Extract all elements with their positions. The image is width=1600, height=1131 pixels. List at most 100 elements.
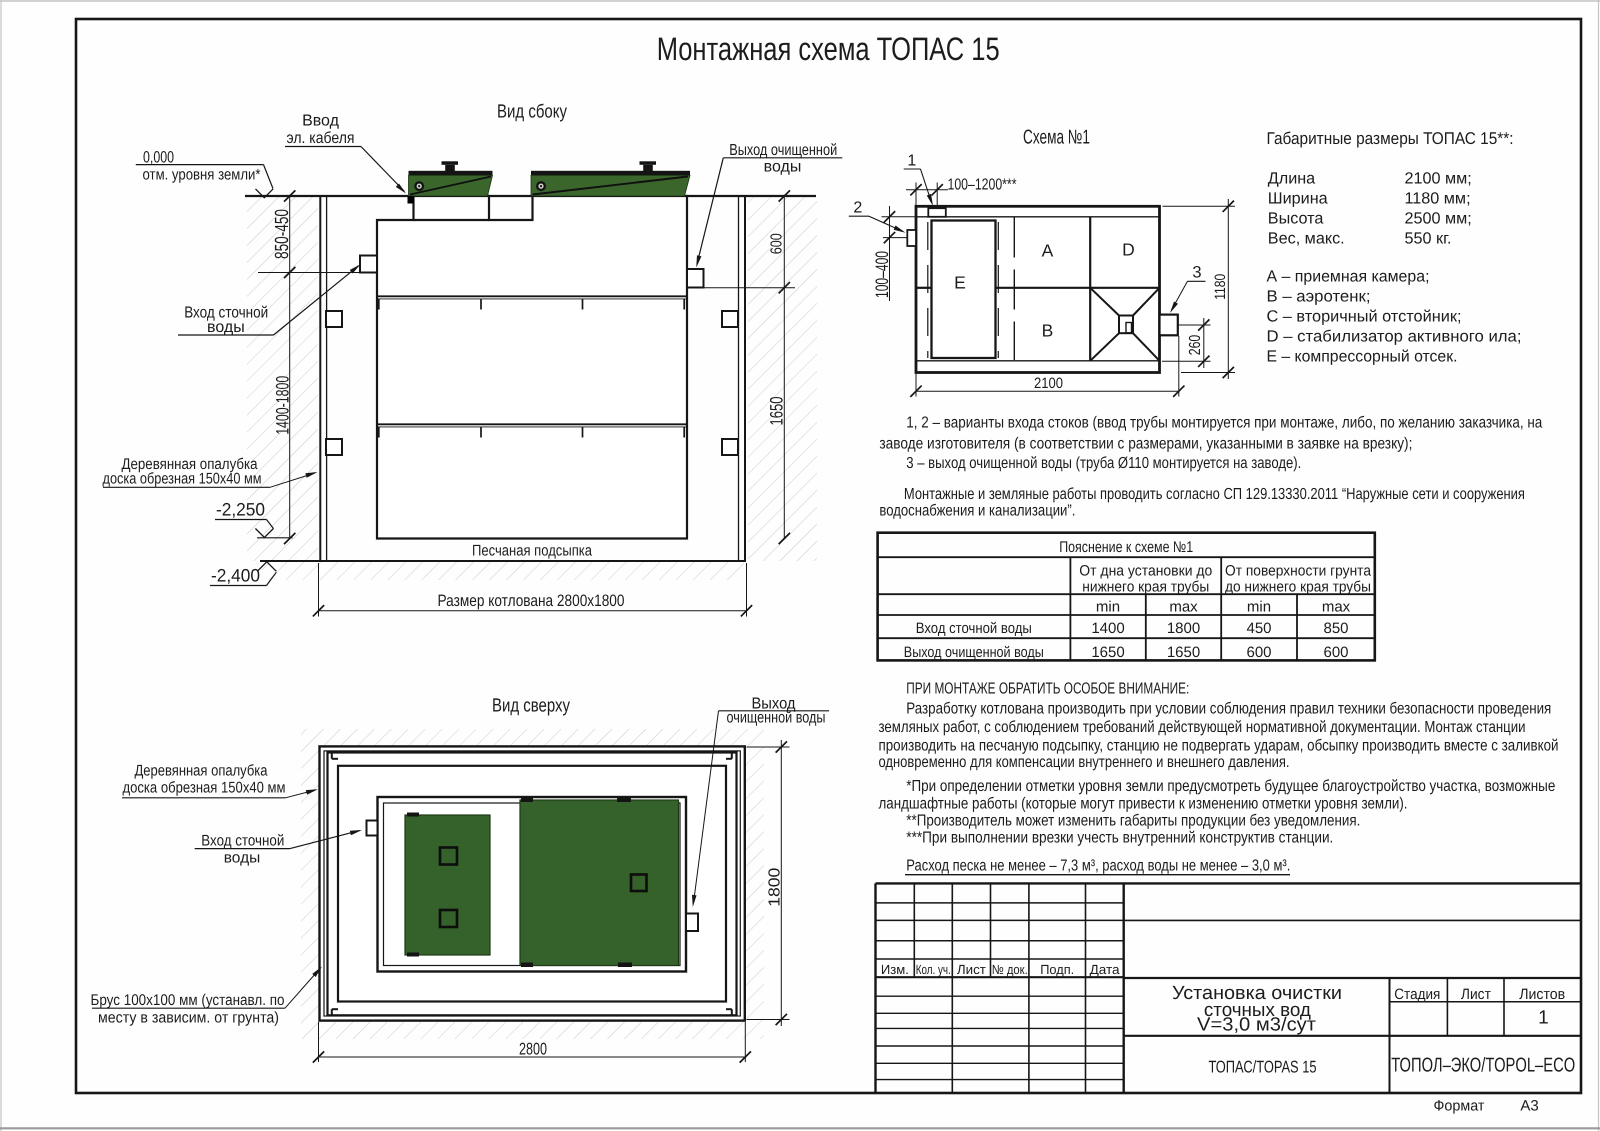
svg-text:сточных вод: сточных вод [1204,1000,1311,1021]
svg-text:1800: 1800 [766,868,783,907]
svg-text:3 – выход очищенной воды (труб: 3 – выход очищенной воды (труба Ø110 мон… [906,455,1301,472]
svg-text:Монтажная схема ТОПАС 15: Монтажная схема ТОПАС 15 [657,31,1000,67]
svg-text:Подп.: Подп. [1040,962,1074,977]
svg-text:min: min [1096,599,1120,616]
svg-text:производить на песчаную подсып: производить на песчаную подсыпку, станци… [879,738,1559,755]
svg-text:100–400: 100–400 [872,251,892,298]
svg-text:Ввод: Ввод [302,113,340,130]
svg-text:550 кг.: 550 кг. [1405,229,1452,247]
svg-text:Ширина: Ширина [1268,190,1328,208]
svg-text:Вид сбоку: Вид сбоку [497,102,567,123]
svg-text:№ док.: № док. [992,962,1028,977]
svg-text:до нижнего края трубы: до нижнего края трубы [1225,579,1371,596]
svg-text:Лист: Лист [1461,986,1491,1003]
svg-text:Выход очищенной воды: Выход очищенной воды [904,644,1044,661]
svg-text:С – вторичный отстойник;: С – вторичный отстойник; [1267,308,1462,326]
svg-text:Е – компрессорный отсек.: Е – компрессорный отсек. [1267,347,1458,365]
svg-text:заводе изготовителя (в соответ: заводе изготовителя (в соответствии с ра… [879,435,1412,452]
svg-text:ТОПАС/TOPAS 15: ТОПАС/TOPAS 15 [1209,1058,1317,1077]
svg-text:E: E [954,273,966,293]
svg-text:1180: 1180 [1212,274,1229,300]
svg-text:850-450: 850-450 [272,209,293,259]
svg-text:1, 2 – варианты входа стоков: 1, 2 – варианты входа стоков (ввод трубы… [906,415,1542,432]
svg-text:Листов: Листов [1519,986,1565,1003]
svg-text:600: 600 [1246,644,1271,661]
svg-text:450: 450 [1246,620,1271,637]
svg-text:Кол. уч.: Кол. уч. [916,962,951,977]
svg-text:2800: 2800 [519,1040,547,1059]
svg-text:1: 1 [907,153,916,170]
svg-text:2100: 2100 [1034,375,1063,392]
svg-text:600: 600 [1323,644,1348,661]
svg-text:600: 600 [769,233,786,254]
svg-text:эл. кабеля: эл. кабеля [287,130,355,147]
svg-text:1: 1 [1538,1008,1549,1029]
svg-text:воды: воды [207,319,245,336]
svg-text:Деревянная опалубка: Деревянная опалубка [135,763,268,780]
svg-text:D: D [1122,240,1135,260]
svg-text:1400-1800: 1400-1800 [273,376,293,435]
svg-text:V=3,0 м3/сут: V=3,0 м3/сут [1197,1015,1316,1036]
svg-text:2500 мм;: 2500 мм; [1405,209,1472,227]
svg-text:B: B [1042,321,1054,341]
svg-text:260: 260 [1187,335,1204,356]
svg-text:2100 мм;: 2100 мм; [1405,170,1472,188]
svg-text:Высота: Высота [1268,209,1324,227]
svg-text:*При определении отметки уровн: *При определении отметки уровня земли пр… [906,778,1555,795]
svg-text:Пояснение к схеме №1: Пояснение к схеме №1 [1059,539,1193,556]
svg-text:max: max [1169,599,1198,616]
svg-text:От поверхности грунта: От поверхности грунта [1225,563,1372,580]
svg-text:воды: воды [224,850,261,867]
svg-text:одновременно для компенсации в: одновременно для компенсации внутреннего… [879,754,1290,771]
svg-text:D – стабилизатор активного ила: D – стабилизатор активного ила; [1267,327,1522,345]
svg-text:земляных работ, с соблюдением: земляных работ, с соблюдением требований… [879,719,1526,736]
svg-text:-2,250: -2,250 [216,500,265,520]
svg-text:3: 3 [1192,264,1201,282]
svg-text:В – аэротенк;: В – аэротенк; [1267,288,1371,306]
svg-text:Формат: Формат [1434,1098,1485,1115]
svg-text:850: 850 [1323,620,1348,637]
svg-text:2: 2 [853,200,862,217]
svg-text:месту в зависим. от грунта): месту в зависим. от грунта) [98,1010,279,1027]
svg-text:max: max [1322,599,1351,616]
svg-text:нижнего края трубы: нижнего края трубы [1082,579,1209,596]
svg-text:A: A [1042,241,1054,261]
svg-text:воды: воды [764,159,802,176]
svg-text:Деревянная опалубка: Деревянная опалубка [122,456,258,473]
svg-text:Вид сверху: Вид сверху [492,696,570,717]
svg-text:ландшафтные работы (которые мо: ландшафтные работы (которые могут привес… [879,796,1408,813]
svg-text:ТОПОЛ–ЭКО/TOPOL–ECO: ТОПОЛ–ЭКО/TOPOL–ECO [1391,1055,1575,1077]
svg-text:Расход песка не менее – 7,3 м³: Расход песка не менее – 7,3 м³, расход в… [906,858,1290,875]
svg-text:Вход сточной: Вход сточной [184,305,268,322]
svg-text:От дна установки до: От дна установки до [1079,563,1212,580]
svg-text:А3: А3 [1520,1098,1538,1115]
svg-text:Выход очищенной: Выход очищенной [729,142,837,159]
svg-text:1650: 1650 [767,397,787,426]
svg-text:Длина: Длина [1268,170,1315,188]
svg-text:Песчаная подсыпка: Песчаная подсыпка [472,543,592,560]
svg-text:Схема №1: Схема №1 [1023,127,1090,149]
svg-text:доска обрезная 150x40 мм: доска обрезная 150x40 мм [103,471,262,488]
svg-text:очищенной воды: очищенной воды [727,710,826,727]
svg-text:Вход сточной: Вход сточной [201,833,284,850]
svg-text:1650: 1650 [1091,644,1124,661]
svg-text:**Производитель может изменить: **Производитель может изменить габариты … [906,813,1360,830]
svg-text:Дата: Дата [1090,962,1121,977]
svg-text:Вес, макс.: Вес, макс. [1268,229,1345,247]
svg-text:ПРИ МОНТАЖЕ ОБРАТИТЬ ОСОБОЕ ВН: ПРИ МОНТАЖЕ ОБРАТИТЬ ОСОБОЕ ВНИМАНИЕ: [906,681,1189,698]
svg-text:Размер котлована 2800x1800: Размер котлована 2800x1800 [438,592,625,610]
svg-text:-2,400: -2,400 [211,566,260,586]
svg-text:100–1200***: 100–1200*** [948,177,1017,194]
svg-text:Разработку котлована производи: Разработку котлована производить при усл… [906,701,1551,718]
svg-text:Габаритные размеры ТОПАС 15**:: Габаритные размеры ТОПАС 15**: [1267,129,1514,148]
svg-text:1400: 1400 [1091,620,1124,637]
svg-text:Вход сточной воды: Вход сточной воды [916,620,1032,637]
svg-text:доска обрезная 150x40 мм: доска обрезная 150x40 мм [123,780,286,797]
svg-text:Установка очистки: Установка очистки [1172,983,1342,1004]
svg-text:1650: 1650 [1167,644,1200,661]
svg-text:Выход: Выход [752,696,797,713]
svg-text:водоснабжения и канализации”.: водоснабжения и канализации”. [879,503,1075,520]
svg-text:А – приемная камера;: А – приемная камера; [1267,268,1430,286]
svg-text:Изм.: Изм. [881,962,909,977]
svg-text:Монтажные и земляные работы пр: Монтажные и земляные работы проводить со… [904,486,1525,503]
